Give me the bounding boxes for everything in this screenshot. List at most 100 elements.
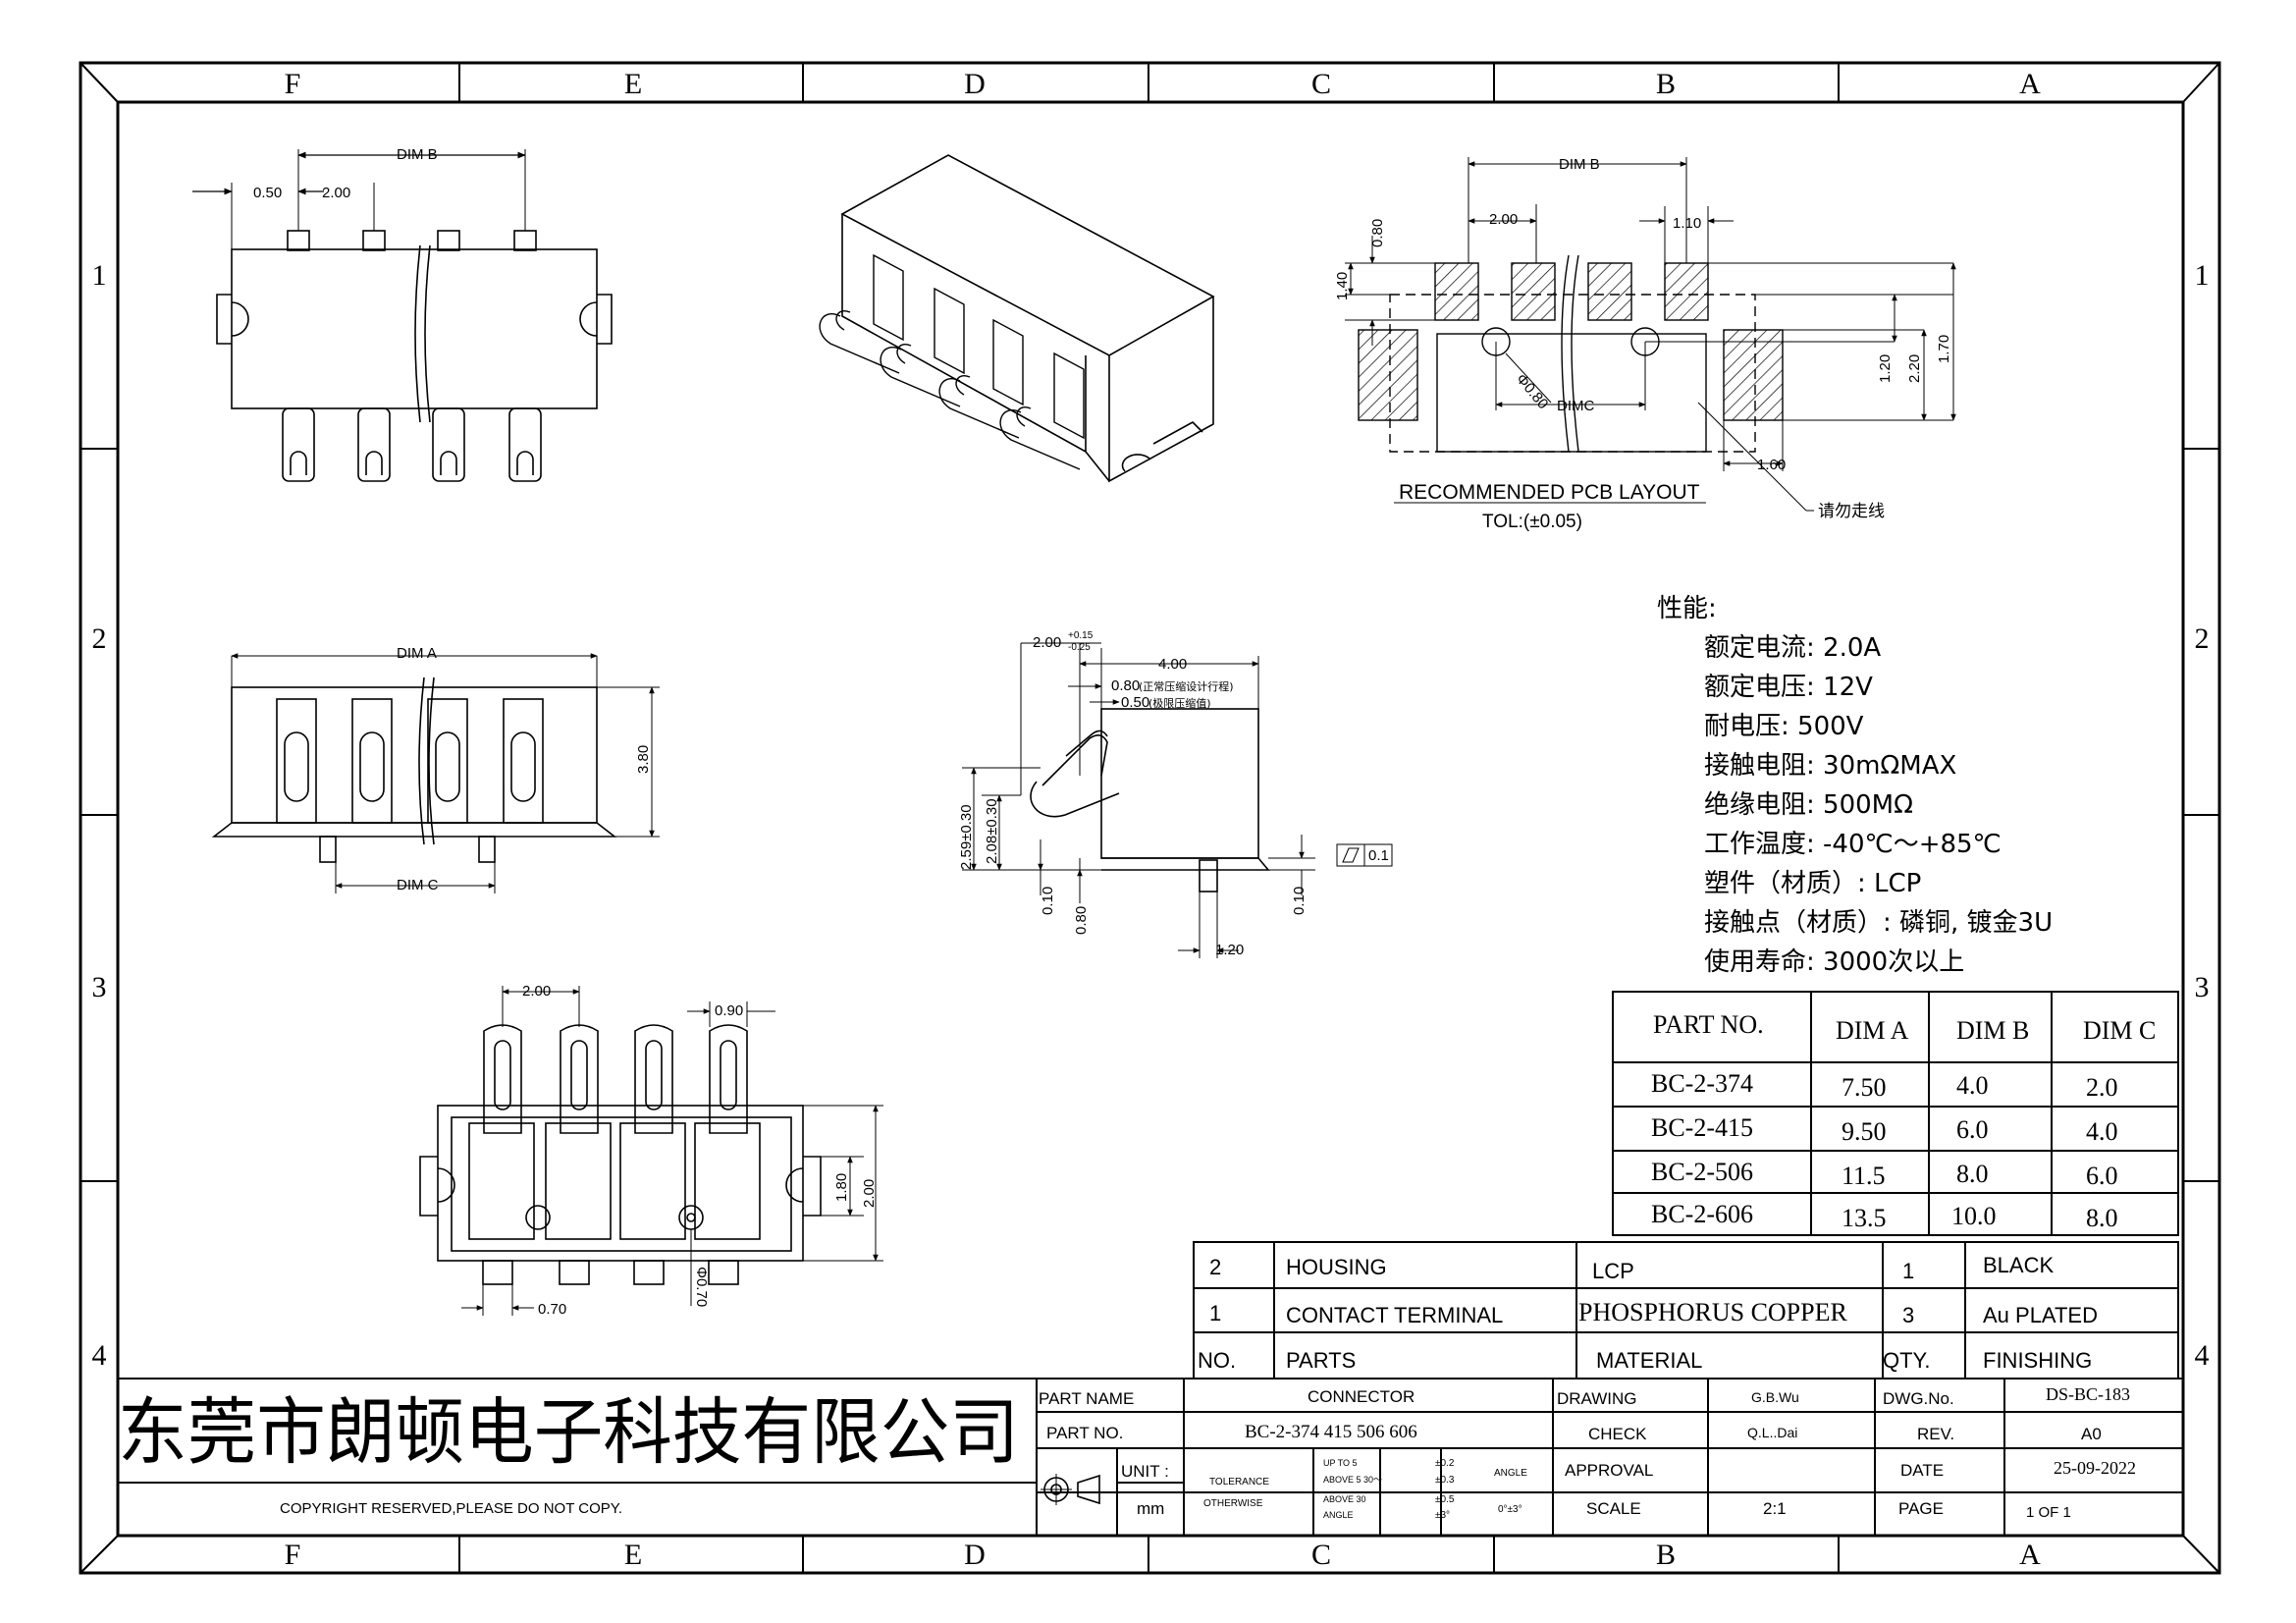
page-label: PAGE [1898,1499,1944,1518]
front-dim-a: DIM A [397,645,437,662]
side-d200-tol-dn: -0.25 [1068,642,1091,653]
spec-line: 耐电压: 500V [1704,712,1864,741]
bom-header: QTY. [1883,1348,1931,1373]
top-view-dims: DIM B 0.50 2.00 [253,146,438,201]
side-flatness: 0.1 [1368,847,1389,864]
side-d080: 0.80 [1111,677,1140,694]
dim-table-cell: BC-2-606 [1651,1200,1753,1228]
bottom-d180: 1.80 [833,1173,850,1202]
pcb-d170: 1.70 [1936,335,1952,363]
bom-cell: 3 [1902,1303,1914,1327]
specifications: 性能: 额定电流: 2.0A 额定电压: 12V 耐电压: 500V 接触电阻:… [1657,594,2053,977]
otherwise-label: OTHERWISE [1203,1498,1263,1509]
side-d259: 2.59±0.30 [958,804,975,870]
pin-tails [282,407,542,482]
row-label-1-left: 1 [92,259,107,292]
approval-label: APPROVAL [1565,1461,1653,1480]
pcb-d160: 1.60 [1757,457,1786,473]
dim-table-header: DIM B [1956,1016,2029,1045]
drawing-frame [79,61,2221,1575]
pcb-dims: DIM B 2.00 1.10 0.80 1.40 1.20 2.20 1.70… [1334,156,1952,532]
isometric-view [819,154,1215,483]
title-block-text: 东莞市朗顿电子科技有限公司 COPYRIGHT RESERVED,PLEASE … [118,1384,2136,1521]
page-value: 1 OF 1 [2026,1504,2071,1521]
bottom-d200: 2.00 [522,983,551,1000]
dim-table-cell: 8.0 [2086,1204,2118,1232]
dim-table-header: PART NO. [1653,1010,1764,1039]
col-label-c-top: C [1311,68,1331,100]
col-label-b-bottom: B [1656,1539,1676,1571]
dim-table-header: DIM C [2083,1016,2156,1045]
pcb-d200: 2.00 [1489,211,1518,228]
row-label-2-right: 2 [2195,622,2210,655]
part-name: CONNECTOR [1308,1387,1415,1406]
dim-table-cell: 10.0 [1951,1202,1997,1230]
pcb-d120: 1.20 [1877,354,1894,383]
side-d200-tol-up: +0.15 [1068,630,1094,641]
side-d400: 4.00 [1158,656,1187,673]
col-label-f-top: F [285,68,301,100]
dim-table-header: DIM A [1836,1016,1909,1045]
check-label: CHECK [1588,1425,1647,1443]
company-name: 东莞市朗顿电子科技有限公司 [118,1390,1019,1475]
tol-row-label: UP TO 5 [1323,1458,1358,1468]
row-label-3-left: 3 [92,971,107,1003]
bottom-phi070: Φ0.70 [693,1267,710,1307]
side-d120: 1.20 [1215,942,1244,958]
col-label-e-top: E [624,68,642,100]
bom-header: MATERIAL [1596,1348,1702,1373]
projection-symbol-icon [1041,1474,1100,1505]
pcb-phi080: Φ0.80 [1513,371,1551,412]
bottom-d090: 0.90 [715,1002,743,1019]
tol-row-value: ±0.3 [1435,1475,1455,1486]
dimension-table-text: PART NO. DIM A DIM B DIM C BC-2-374 7.50… [1651,1010,2156,1232]
frame-labels: F E D C B A F E D C B A 1 2 3 4 1 2 3 4 [92,68,2210,1571]
date-value: 25-09-2022 [2054,1458,2136,1478]
pcb-dim-b: DIM B [1559,156,1600,173]
pcb-layout [1345,157,1956,512]
spec-line: 额定电压: 12V [1704,673,1873,702]
col-label-c-bottom: C [1311,1539,1331,1571]
spec-line: 额定电流: 2.0A [1704,633,1881,663]
unit-value: mm [1137,1499,1164,1518]
bom-header: FINISHING [1983,1348,2092,1373]
drawing-label: DRAWING [1557,1389,1637,1408]
pcb-d110: 1.10 [1673,215,1701,232]
pcb-d220: 2.20 [1906,354,1923,383]
pcb-note: 请勿走线 [1818,502,1885,521]
dim-table-cell: 11.5 [1842,1162,1886,1190]
front-view [211,653,660,893]
spec-line: 使用寿命: 3000次以上 [1704,947,1964,977]
dwg-no-label: DWG.No. [1883,1389,1954,1408]
bom-cell: LCP [1592,1259,1634,1283]
scale-label: SCALE [1586,1499,1641,1518]
spec-line: 接触点（材质）: 磷铜, 镀金3U [1704,908,2053,938]
unit-label: UNIT : [1121,1462,1169,1481]
rev-value: A0 [2081,1425,2102,1443]
bom-header: NO. [1198,1348,1236,1373]
pcb-title: RECOMMENDED PCB LAYOUT [1399,481,1700,504]
bom-cell: 1 [1209,1301,1221,1325]
top-view [192,149,613,482]
top-d050: 0.50 [253,185,282,201]
angle-value: 0°±3° [1498,1504,1522,1515]
col-label-f-bottom: F [285,1539,301,1571]
copyright-notice: COPYRIGHT RESERVED,PLEASE DO NOT COPY. [280,1500,622,1517]
pcb-tol: TOL:(±0.05) [1482,512,1582,532]
dwg-no-value: DS-BC-183 [2046,1384,2130,1404]
dim-table-cell: BC-2-374 [1651,1069,1753,1098]
col-label-a-bottom: A [2019,1539,2041,1571]
row-label-1-right: 1 [2195,259,2210,292]
dim-table-cell: 8.0 [1956,1160,1989,1188]
bottom-view-dims: 2.00 0.90 1.80 2.00 0.70 Φ0.70 [522,983,878,1318]
rev-label: REV. [1917,1425,1954,1443]
pcb-d140: 1.40 [1334,272,1351,300]
bom-cell: CONTACT TERMINAL [1286,1303,1503,1327]
front-view-dims: DIM A 3.80 DIM C [397,645,652,893]
part-no-label: PART NO. [1046,1424,1123,1442]
row-label-3-right: 3 [2195,971,2210,1003]
tol-row-label: ABOVE 5 30～ [1323,1475,1382,1485]
side-d200: 2.00 [1033,634,1061,651]
tol-row-value: ±3° [1435,1510,1450,1521]
